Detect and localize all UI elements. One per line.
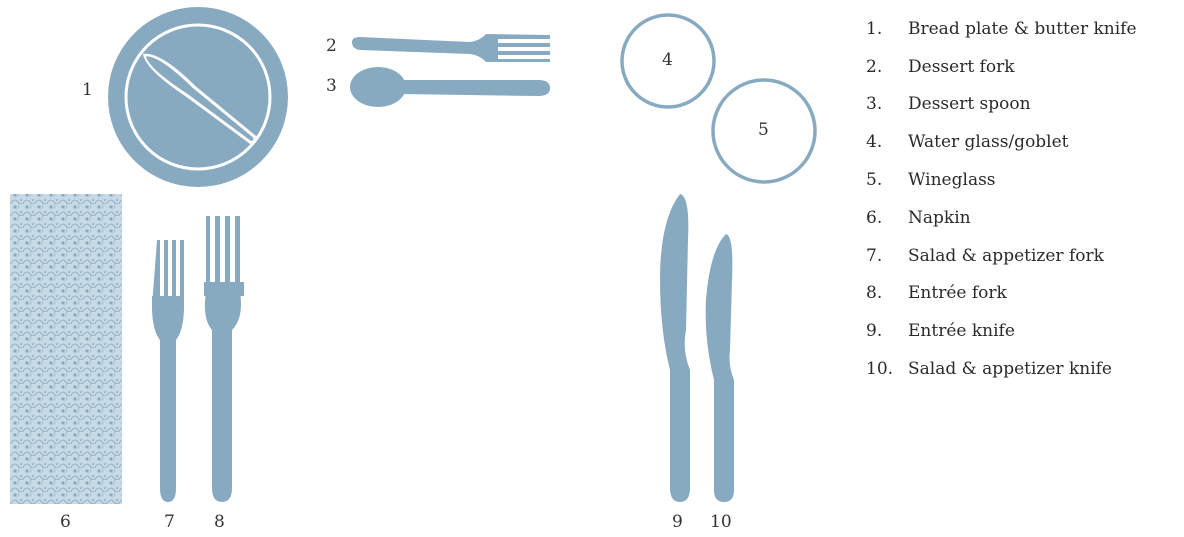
legend-label: Salad & appetizer knife	[908, 359, 1112, 379]
legend-number: 2.	[866, 57, 908, 77]
label-6: 6	[60, 512, 71, 532]
legend-number: 7.	[866, 246, 908, 266]
legend-item: 8.Entrée fork	[866, 275, 1182, 313]
label-10: 10	[710, 512, 732, 532]
legend-item: 2.Dessert fork	[866, 48, 1182, 86]
label-2: 2	[326, 36, 337, 56]
legend-label: Bread plate & butter knife	[908, 19, 1137, 39]
legend-label: Salad & appetizer fork	[908, 246, 1104, 266]
entree-fork	[204, 216, 244, 502]
legend-item: 10.Salad & appetizer knife	[866, 350, 1182, 388]
label-4: 4	[662, 50, 673, 70]
legend-label: Dessert spoon	[908, 94, 1031, 114]
legend-item: 7.Salad & appetizer fork	[866, 237, 1182, 275]
label-9: 9	[672, 512, 683, 532]
legend-label: Water glass/goblet	[908, 132, 1069, 152]
legend-number: 1.	[866, 19, 908, 39]
label-7: 7	[164, 512, 175, 532]
legend-number: 8.	[866, 283, 908, 303]
dessert-spoon	[350, 67, 550, 107]
label-8: 8	[214, 512, 225, 532]
napkin	[10, 194, 122, 504]
salad-fork	[152, 240, 184, 502]
legend-item: 1.Bread plate & butter knife	[866, 10, 1182, 48]
legend-list: 1.Bread plate & butter knife 2.Dessert f…	[866, 10, 1182, 388]
legend-item: 6.Napkin	[866, 199, 1182, 237]
legend-item: 3.Dessert spoon	[866, 86, 1182, 124]
legend-number: 9.	[866, 321, 908, 341]
dessert-fork	[352, 34, 550, 62]
legend-label: Entrée knife	[908, 321, 1015, 341]
label-3: 3	[326, 76, 337, 96]
legend-label: Entrée fork	[908, 283, 1007, 303]
legend-item: 9.Entrée knife	[866, 312, 1182, 350]
entree-knife	[660, 194, 690, 502]
legend-number: 3.	[866, 94, 908, 114]
bread-plate	[108, 7, 288, 187]
salad-knife	[706, 234, 734, 502]
legend-label: Napkin	[908, 208, 971, 228]
legend-number: 10.	[866, 359, 908, 379]
legend-label: Wineglass	[908, 170, 996, 190]
legend-item: 4.Water glass/goblet	[866, 123, 1182, 161]
label-5: 5	[758, 120, 769, 140]
label-1: 1	[82, 80, 93, 100]
legend-number: 5.	[866, 170, 908, 190]
legend-number: 6.	[866, 208, 908, 228]
legend-item: 5.Wineglass	[866, 161, 1182, 199]
legend-number: 4.	[866, 132, 908, 152]
legend-label: Dessert fork	[908, 57, 1015, 77]
